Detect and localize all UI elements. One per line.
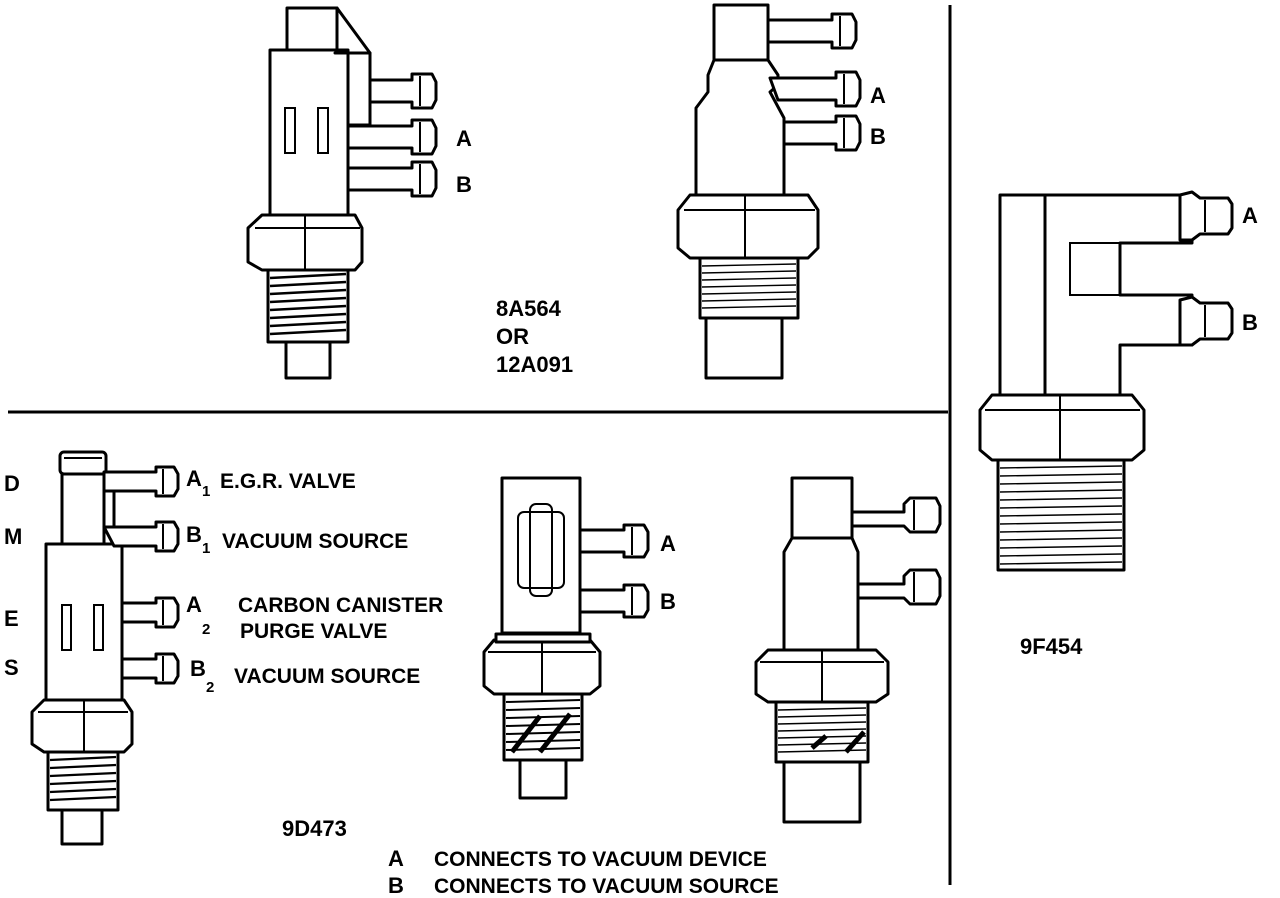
part-number-9d473: 9D473 [282,816,347,841]
port-a1-subscript: 1 [202,483,210,500]
right-port-a-label: A [1242,203,1258,228]
port-a2-description-line1: CARBON CANISTER [238,594,443,617]
valve-bottom-left [30,450,180,846]
side-label-e: E [4,606,19,631]
top-center-port-a-label: A [870,83,886,108]
valve-bottom-center [482,476,650,800]
legend-key-a: A [388,846,404,871]
top-left-port-b-label: B [456,172,472,197]
port-a1-description: E.G.R. VALVE [220,470,356,493]
port-b1-letter: B [186,522,202,547]
valve-top-center [676,3,862,380]
top-center-port-b-label: B [870,124,886,149]
right-port-b-label: B [1242,310,1258,335]
port-b2-letter: B [190,656,206,681]
legend-key-b: B [388,873,404,898]
side-label-m: M [4,524,22,549]
port-b2-description: VACUUM SOURCE [234,665,420,688]
legend-text-b: CONNECTS TO VACUUM SOURCE [434,875,779,898]
port-b2-subscript: 2 [206,679,214,696]
port-a1-letter: A [186,466,202,491]
bottom-center-port-a-label: A [660,531,676,556]
bottom-center-port-b-label: B [660,589,676,614]
valve-top-left [246,6,438,380]
port-a2-description-line2: PURGE VALVE [240,620,387,643]
valve-right-9f454 [978,190,1234,572]
part-number-12a091: 12A091 [496,352,573,377]
port-b1-subscript: 1 [202,540,210,557]
part-number-or: OR [496,324,529,349]
valve-bottom-right [754,476,942,824]
part-number-9f454: 9F454 [1020,634,1083,659]
side-label-d: D [4,471,20,496]
side-label-s: S [4,655,19,680]
port-a2-letter: A [186,592,202,617]
legend: A CONNECTS TO VACUUM DEVICE B CONNECTS T… [388,846,779,898]
legend-text-a: CONNECTS TO VACUUM DEVICE [434,848,767,871]
part-number-8a564: 8A564 [496,296,562,321]
port-b1-description: VACUUM SOURCE [222,530,408,553]
top-left-port-a-label: A [456,126,472,151]
port-a2-subscript: 2 [202,621,210,638]
